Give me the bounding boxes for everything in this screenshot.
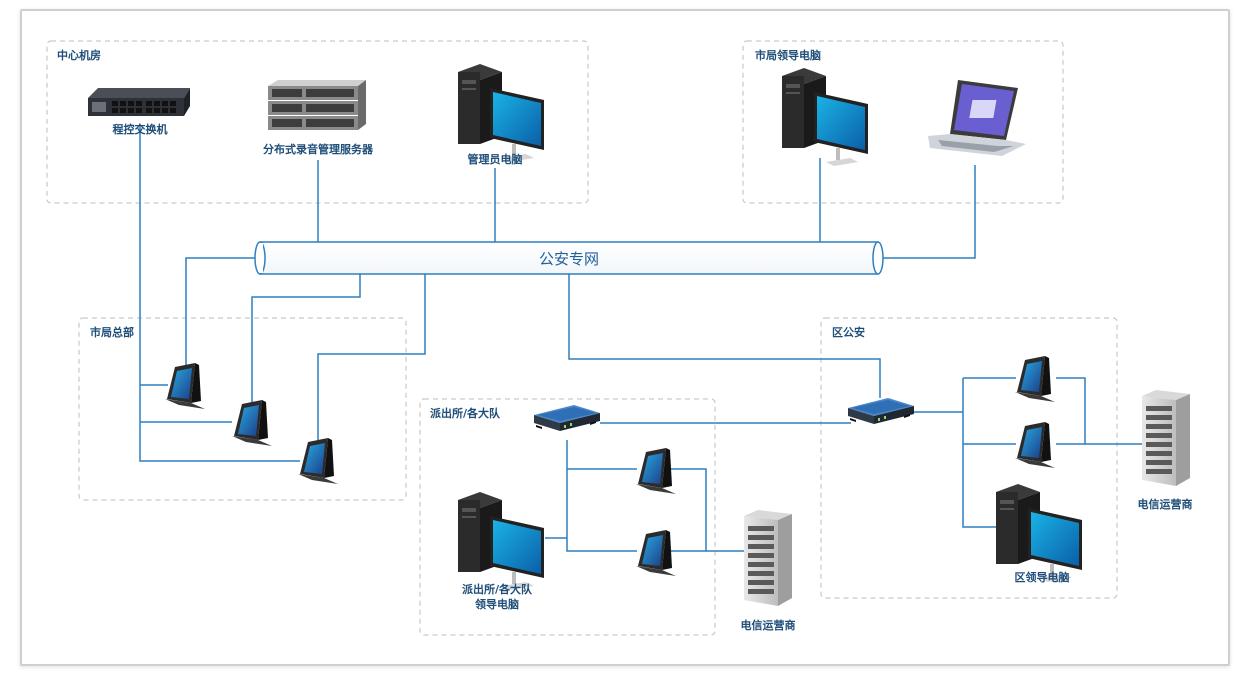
ip-phone-icon (636, 530, 676, 576)
telecom-station-label: 电信运营商 (741, 618, 796, 632)
zone-district (820, 317, 1118, 599)
ip-phone-icon (1015, 422, 1055, 468)
ip-phone-icon (232, 400, 272, 446)
station-pc-label-line2: 领导电脑 (474, 597, 519, 611)
zone-label-center: 中心机房 (57, 48, 101, 62)
station-pc-label-line1: 派出所/各大队 (462, 582, 533, 596)
zone-label-city-leader: 市局领导电脑 (755, 48, 821, 62)
switch-label: 程控交换机 (113, 122, 168, 136)
connection-lines (139, 124, 1143, 552)
district-pc-label: 区领导电脑 (1015, 570, 1070, 584)
zone-label-police-station: 派出所/各大队 (430, 406, 501, 420)
zone-police-station (419, 398, 716, 636)
desktop-pc-icon (782, 68, 868, 166)
desktop-pc-icon (996, 484, 1082, 582)
telecom-cabinet-icon (744, 510, 792, 606)
police-private-network-bus: 公安专网 (254, 241, 884, 275)
server-rack-icon (268, 80, 366, 130)
zone-city-leader (742, 40, 1064, 204)
telecom-cabinet-icon (1142, 390, 1190, 486)
ip-phone-icon (298, 438, 338, 484)
ip-phone-icon (636, 448, 676, 494)
zone-label-city-hq: 市局总部 (90, 325, 134, 339)
telecom-district-label: 电信运营商 (1138, 497, 1193, 511)
zone-label-district: 区公安 (832, 325, 865, 339)
switch-icon (88, 88, 190, 116)
ip-phone-icon (165, 363, 205, 409)
gateway-icon (534, 405, 600, 431)
laptop-icon (928, 80, 1026, 156)
bus-label: 公安专网 (539, 250, 599, 268)
ip-phone-icon (1015, 356, 1055, 402)
gateway-icon (848, 398, 914, 424)
recorder-label: 分布式录音管理服务器 (263, 142, 374, 156)
desktop-pc-icon (458, 64, 544, 162)
desktop-pc-icon (458, 492, 544, 590)
admin-pc-label: 管理员电脑 (468, 152, 523, 166)
